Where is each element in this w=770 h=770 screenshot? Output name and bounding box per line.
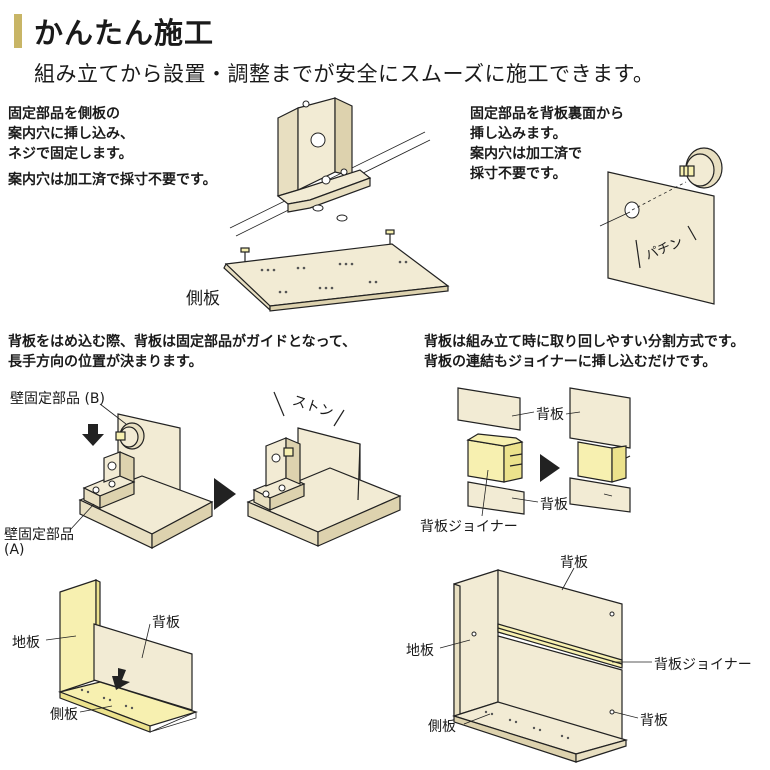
- panel1-note: 固定部品を側板の 案内穴に挿し込み、 ネジで固定します。: [8, 106, 134, 162]
- panel4-note: 背板は組み立て時に取り回しやすい分割方式です。 背板の連結もジョイナーに挿し込む…: [424, 334, 745, 370]
- panel6-back-board-label-bottom: 背板: [640, 713, 668, 729]
- page-subtitle: 組み立てから設置・調整までが安全にスムーズに施工できます。: [34, 62, 655, 86]
- page-title: かんたん施工: [34, 16, 215, 50]
- panel2-note: 固定部品を背板裏面から 挿し込みます。 案内穴は加工済で 採寸不要です。: [470, 106, 624, 182]
- play-triangle-icon: [540, 454, 560, 482]
- down-arrow-icon: [82, 424, 104, 446]
- panel3-part-b-label: 壁固定部品 (B): [10, 391, 105, 407]
- panel5-floor-board-label: 地板: [12, 635, 40, 651]
- panel4-back-board-label-top: 背板: [536, 407, 564, 423]
- panel1-side-board-label: 側板: [186, 289, 220, 309]
- panel6-back-board-label-top: 背板: [560, 555, 588, 571]
- title-accent-bar: [14, 14, 22, 48]
- panel5-side-board-label: 側板: [50, 707, 78, 723]
- play-triangle-icon: [214, 478, 236, 510]
- panel4-back-board-label-bottom: 背板: [540, 497, 568, 513]
- panel3-part-a-label-1: 壁固定部品: [4, 527, 74, 543]
- panel3-part-a-label-2: (A): [4, 542, 25, 558]
- panel1-note-extra: 案内穴は加工済で採寸不要です。: [8, 172, 217, 188]
- down-arrow-icon: [112, 668, 130, 690]
- panel3-note: 背板をはめ込む際、背板は固定部品がガイドとなって、 長手方向の位置が決まります。: [8, 334, 357, 370]
- panel6-joiner-label: 背板ジョイナー: [654, 657, 752, 673]
- panel6-floor-board-label: 地板: [406, 643, 434, 659]
- panel6-side-board-label: 側板: [428, 719, 456, 735]
- panel4-joiner-label: 背板ジョイナー: [420, 519, 518, 535]
- panel5-back-board-label: 背板: [152, 615, 180, 631]
